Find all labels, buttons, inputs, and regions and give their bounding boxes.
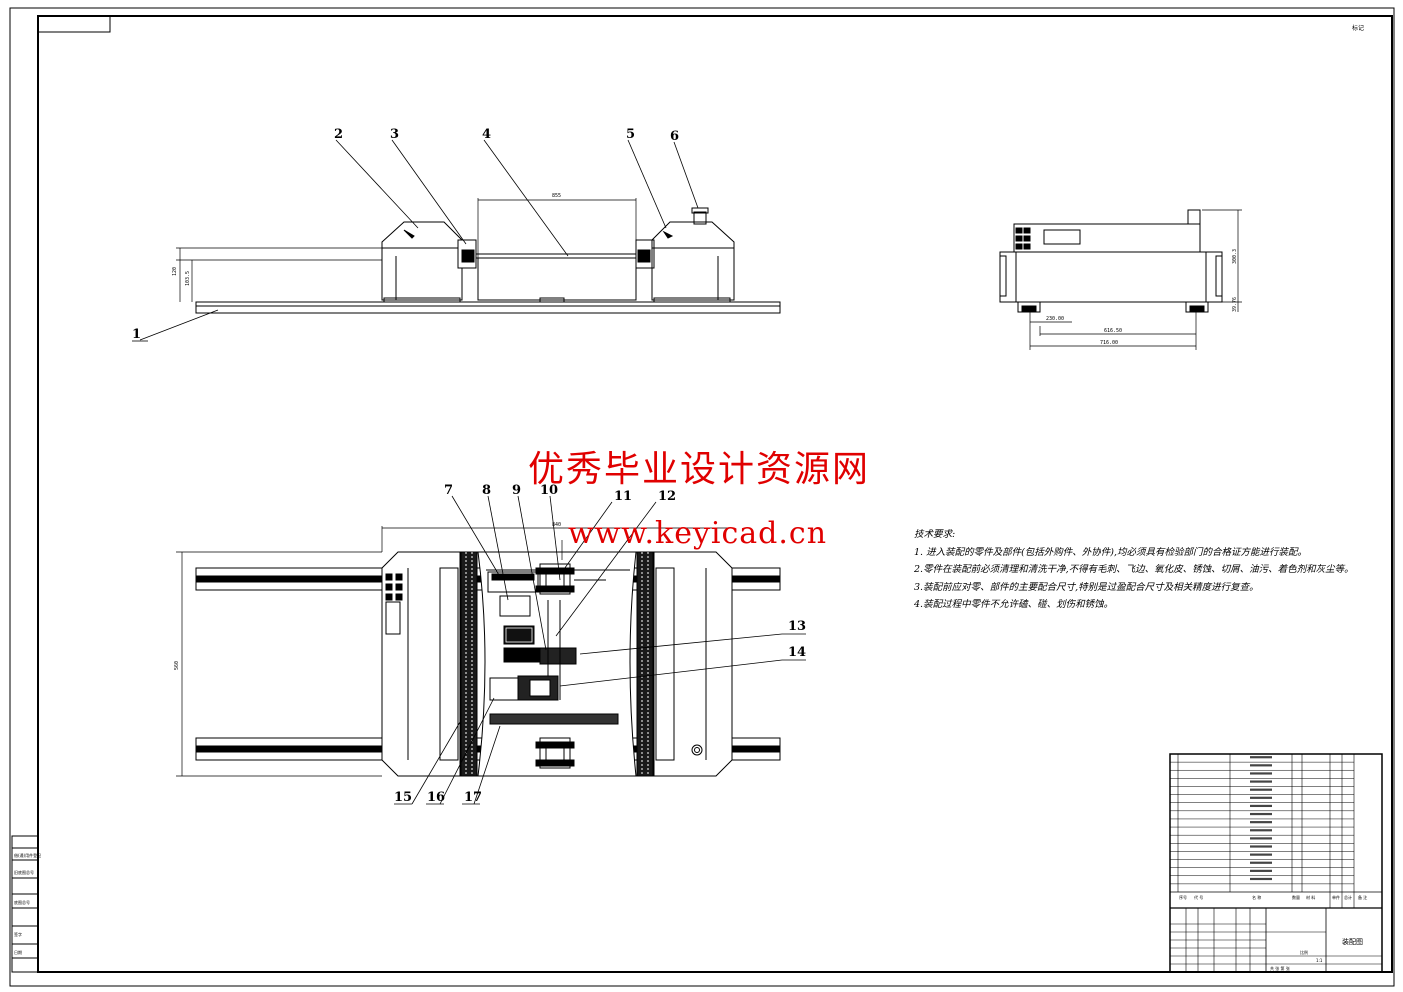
side-dimensions: 300.3 39.76 230.00 616.50 716.00 xyxy=(1046,249,1238,346)
dim-front-outer: 120 xyxy=(172,267,178,276)
parts-list-cell-mark xyxy=(1250,837,1272,840)
outer-frame xyxy=(9,7,1395,987)
front-part-labels: 1 2 3 4 5 6 xyxy=(132,127,679,342)
dim-side-w1: 230.00 xyxy=(1046,316,1064,322)
tech-req-title: 技术要求: xyxy=(914,529,956,540)
tb-sheet: 共 张 第 张 xyxy=(1270,965,1290,971)
title-block xyxy=(1169,753,1383,973)
left-strip xyxy=(11,835,39,973)
corner-box xyxy=(37,15,111,33)
tb-col-no: 序号 xyxy=(1179,894,1187,900)
left-strip-label: 签字 xyxy=(14,931,22,937)
dim-side-w2: 616.50 xyxy=(1104,328,1122,334)
part-number: 3 xyxy=(390,127,399,142)
part-number: 2 xyxy=(334,127,343,142)
parts-list-cell-mark xyxy=(1250,764,1272,767)
tb-scale: 1:1 xyxy=(1316,958,1323,963)
technical-requirements: 技术要求: 1. 进入装配的零件及部件(包括外购件、外协件),均必须具有检验部门… xyxy=(914,526,1354,614)
tb-col-material: 材 料 xyxy=(1306,894,1315,900)
tech-req-item: 2.零件在装配前必须清理和清洗干净,不得有毛刺、飞边、氧化皮、锈蚀、切屑、油污、… xyxy=(914,564,1354,576)
tb-scale-label: 比例 xyxy=(1300,949,1308,955)
tb-col-code: 代 号 xyxy=(1194,894,1203,900)
parts-list-cell-mark xyxy=(1250,869,1272,872)
inner-frame xyxy=(37,15,1393,973)
front-dimensions: 855 120 103.5 xyxy=(172,193,561,286)
part-number: 15 xyxy=(394,790,412,805)
top-view xyxy=(176,495,806,805)
title-block-rows xyxy=(1170,756,1354,885)
parts-list-cell-mark xyxy=(1250,788,1272,791)
parts-list-cell-mark xyxy=(1250,877,1272,881)
top-part-labels: 7 8 9 10 11 12 13 14 15 16 17 xyxy=(394,483,806,805)
part-number: 5 xyxy=(626,127,635,142)
tb-col-qty: 数量 xyxy=(1292,894,1300,900)
part-number: 1 xyxy=(132,327,141,342)
part-number: 7 xyxy=(444,483,453,498)
part-number: 14 xyxy=(788,645,806,660)
part-number: 9 xyxy=(512,483,521,498)
dim-side-leg: 39.76 xyxy=(1232,297,1238,312)
part-number: 13 xyxy=(788,619,806,634)
parts-list-cell-mark xyxy=(1250,756,1272,759)
left-strip-label: 借(通)用件登记 xyxy=(14,852,41,858)
part-number: 8 xyxy=(482,483,491,498)
side-view xyxy=(999,209,1242,350)
part-number: 16 xyxy=(427,790,445,805)
base-rail xyxy=(195,301,781,314)
watermark-text: 优秀毕业设计资源网 xyxy=(528,449,871,490)
parts-list-cell-mark xyxy=(1250,853,1272,856)
parts-list-cell-mark xyxy=(1250,845,1272,848)
parts-list-cell-mark xyxy=(1250,804,1272,808)
tb-col-remark: 备 注 xyxy=(1358,894,1367,900)
parts-list-cell-mark xyxy=(1250,861,1272,864)
title-block-text: 序号 代 号 名 称 数量 材 料 单件 总计 备 注 装配图 比例 1:1 共… xyxy=(1179,894,1367,971)
tb-col-name: 名 称 xyxy=(1252,894,1261,900)
left-strip-labels: 借(通)用件登记 旧底图总号 底图总号 签字 日期 xyxy=(14,852,41,955)
tech-req-item: 4.装配过程中零件不允许磕、碰、划伤和锈蚀。 xyxy=(914,599,1114,611)
part-number: 6 xyxy=(670,129,679,144)
dim-side-height: 300.3 xyxy=(1232,249,1238,264)
tb-drawing-title: 装配图 xyxy=(1342,937,1363,946)
tb-col-total: 总计 xyxy=(1344,894,1352,900)
dim-top-height: 560 xyxy=(174,661,180,670)
corner-mark: 标记 xyxy=(1352,24,1364,32)
dim-top-width: 840 xyxy=(552,522,561,528)
parts-list-cell-mark xyxy=(1250,796,1272,799)
front-view xyxy=(132,139,781,342)
parts-list-cell-mark xyxy=(1250,812,1272,816)
dim-side-w3: 716.00 xyxy=(1100,340,1118,346)
part-number: 17 xyxy=(464,790,482,805)
dim-front-top: 855 xyxy=(552,193,561,199)
dim-front-inner: 103.5 xyxy=(185,271,191,286)
part-number: 11 xyxy=(614,489,632,504)
parts-list-cell-mark xyxy=(1250,829,1272,832)
part-number: 12 xyxy=(658,489,676,504)
tech-req-item: 1. 进入装配的零件及部件(包括外购件、外协件),均必须具有检验部门的合格证方能… xyxy=(914,546,1308,558)
tech-req-item: 3.装配前应对零、部件的主要配合尺寸,特别是过盈配合尺寸及相关精度进行复查。 xyxy=(914,581,1259,593)
left-strip-label: 日期 xyxy=(14,949,22,955)
left-strip-label: 旧底图总号 xyxy=(14,869,34,875)
parts-list-cell-mark xyxy=(1250,780,1272,783)
left-strip-label: 底图总号 xyxy=(14,899,30,905)
top-dimensions: 840 560 xyxy=(174,522,561,670)
part-number: 10 xyxy=(540,483,558,498)
watermark-url: www.keyicad.cn xyxy=(568,516,828,551)
parts-list-cell-mark xyxy=(1250,772,1272,775)
parts-list-cell-mark xyxy=(1250,821,1272,824)
part-number: 4 xyxy=(482,127,491,142)
tb-col-unit: 单件 xyxy=(1332,894,1340,900)
